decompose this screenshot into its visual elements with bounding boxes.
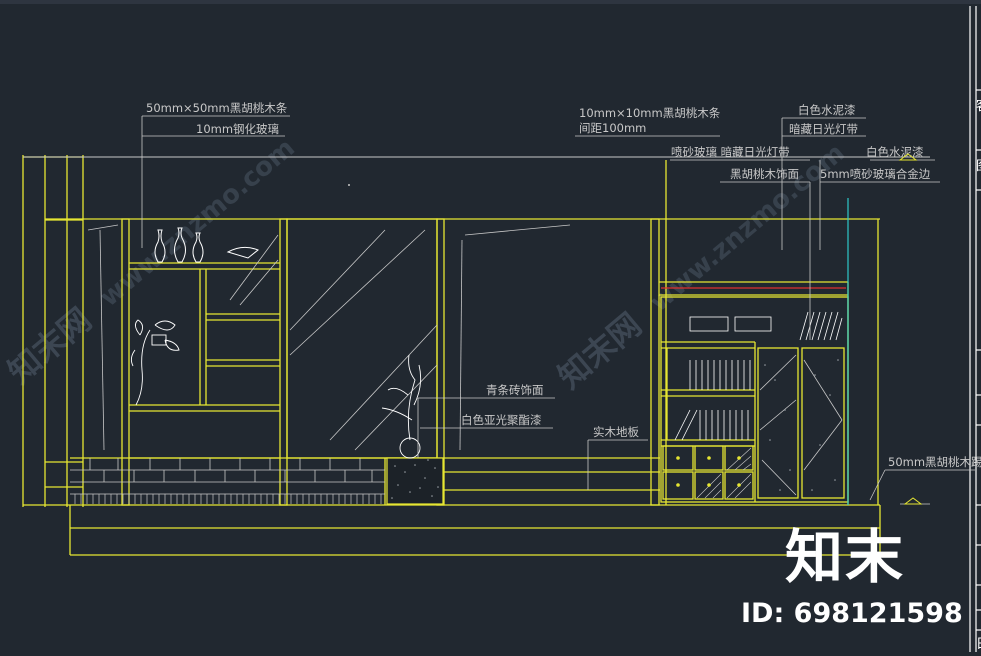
hanging-plant bbox=[130, 319, 180, 406]
label-matte-polyester: 白色亚光聚酯漆 bbox=[461, 413, 542, 427]
planter-box bbox=[386, 457, 444, 505]
glass-reflection-lines bbox=[87, 224, 571, 451]
annotation-labels: 50mm×50mm黑胡桃木条 10mm钢化玻璃 10mm×10mm黑胡桃木条 间… bbox=[146, 101, 981, 469]
title-block-cell-1: 客 bbox=[976, 98, 981, 114]
title-block-cell-3: 日 bbox=[976, 637, 981, 652]
top-frame-strip bbox=[0, 0, 981, 4]
diagonal-watermark-right: 知末网 www.znzmo.com bbox=[551, 138, 851, 396]
label-brick-finish: 青条砖饰面 bbox=[486, 383, 544, 397]
diagonal-watermark-left: 知末网 www.znzmo.com bbox=[1, 133, 301, 391]
watermark-cn-text: 知末网 bbox=[1, 300, 99, 391]
label-wood-floor: 实木地板 bbox=[593, 425, 639, 439]
watermark-cn-text-2: 知末网 bbox=[551, 305, 649, 396]
decor-vases bbox=[154, 227, 259, 263]
id-watermark: ID: 698121598 bbox=[741, 598, 963, 629]
label-sandblast-glass-edge: 5mm喷砂玻璃合金边 bbox=[820, 167, 931, 181]
door-speckle bbox=[764, 359, 839, 491]
label-white-cement-paint-2: 白色水泥漆 bbox=[866, 145, 924, 159]
point-marker bbox=[348, 184, 350, 186]
watermark-en-text: www.znzmo.com bbox=[94, 133, 300, 313]
label-white-cement-paint: 白色水泥漆 bbox=[798, 103, 856, 117]
sandblast-glass-doors bbox=[759, 354, 843, 496]
level-marker-icon bbox=[898, 153, 923, 505]
branch-plant bbox=[381, 354, 422, 459]
label-hidden-light-strip: 暗藏日光灯带 bbox=[789, 122, 858, 136]
drawer-knobs bbox=[676, 456, 741, 487]
title-block-cell-2: 图 bbox=[976, 159, 981, 174]
label-tempered-glass: 10mm钢化玻璃 bbox=[196, 122, 279, 136]
annotation-leaders bbox=[141, 115, 975, 505]
drawer-hatch bbox=[696, 447, 752, 499]
label-walnut-strip-50: 50mm×50mm黑胡桃木条 bbox=[146, 101, 288, 115]
label-spacing: 间距100mm bbox=[579, 121, 646, 135]
planter-speckle bbox=[391, 459, 439, 499]
label-walnut-skirting: 50mm黑胡桃木踢 bbox=[888, 455, 981, 469]
label-sandblast-glass-strip: 喷砂玻璃 暗藏日光灯带 bbox=[671, 145, 790, 159]
title-block bbox=[969, 6, 981, 652]
brand-watermark: 知末 bbox=[785, 523, 905, 591]
brick-wall-pattern bbox=[70, 458, 385, 495]
brick-hatch bbox=[74, 494, 382, 504]
label-walnut-veneer: 黑胡桃木饰面 bbox=[730, 167, 799, 181]
label-walnut-strip-10: 10mm×10mm黑胡桃木条 bbox=[579, 106, 721, 120]
